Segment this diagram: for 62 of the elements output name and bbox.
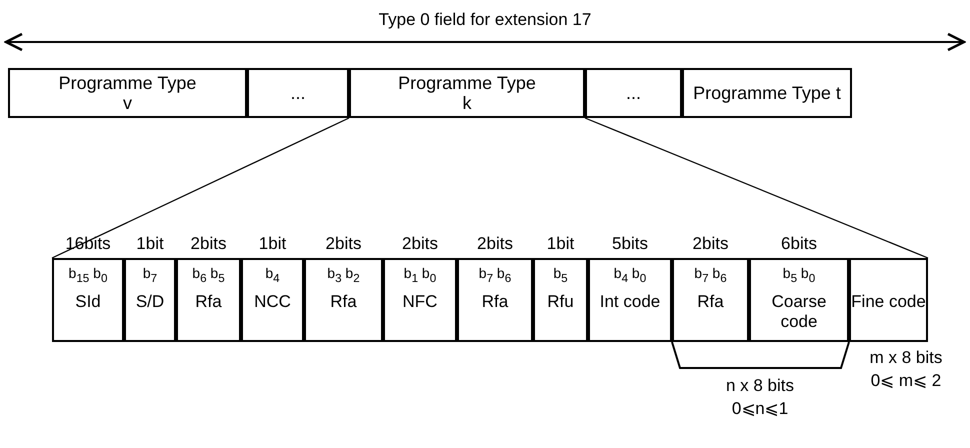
bit-field-cell xyxy=(176,258,241,342)
bit-position-label: b$_{4}$ b$_{0}$ xyxy=(614,264,646,287)
bit-length-note: 0⩽n⩽1 xyxy=(732,398,788,419)
bit-field-cell xyxy=(588,258,672,342)
bit-field-cell xyxy=(383,258,457,342)
bit-count-label: 2bits xyxy=(326,234,362,254)
bit-field-cell xyxy=(533,258,588,342)
bit-position-label: b$_{1}$ b$_{0}$ xyxy=(404,264,436,287)
field-name: Programme Type v xyxy=(58,73,198,113)
field-name: SId xyxy=(75,292,101,312)
bit-count-label: 2bits xyxy=(190,234,226,254)
bit-position-label: b$_{5}$ xyxy=(553,264,568,287)
field-box xyxy=(349,68,585,118)
bit-position-label: b$_{15}$ b$_{0}$ xyxy=(68,264,108,287)
bit-count-label: 1bit xyxy=(546,234,574,254)
field-name: Rfa xyxy=(195,292,222,312)
field-name: Programme Type t xyxy=(693,83,841,103)
field-name: ... xyxy=(290,83,306,103)
bit-length-note: m x 8 bits xyxy=(870,348,942,368)
field-name: S/D xyxy=(136,292,164,312)
bit-position-label: b$_{7}$ b$_{6}$ xyxy=(478,264,512,287)
bit-position-label: b$_{7}$ xyxy=(142,264,158,287)
bit-field-cell xyxy=(304,258,383,342)
field-name: Rfa xyxy=(482,292,508,312)
bit-field-cell xyxy=(749,258,849,342)
field-name: Rfa xyxy=(330,292,357,312)
bit-position-label: b$_{7}$ b$_{6}$ xyxy=(694,264,727,287)
expansion-line xyxy=(52,117,350,259)
bit-count-label: 2bits xyxy=(477,234,513,254)
field-name: Programme Type k xyxy=(397,73,537,113)
field-box xyxy=(682,68,852,118)
bit-field-cell xyxy=(52,258,124,342)
bit-count-label: 2bits xyxy=(692,234,728,254)
bit-count-label: 5bits xyxy=(612,234,648,254)
bit-position-label: b$_{3}$ b$_{2}$ xyxy=(327,264,360,287)
bit-field-cell xyxy=(672,258,749,342)
bit-count-label: 1bit xyxy=(136,234,164,254)
field-name: Coarse code xyxy=(770,292,828,332)
bit-count-label: 2bits xyxy=(402,234,438,254)
bit-position-label: b$_{4}$ xyxy=(265,264,280,287)
bit-position-label: b$_{5}$ b$_{0}$ xyxy=(782,264,816,287)
title: Type 0 field for extension 17 xyxy=(378,10,592,29)
field-name: Int code xyxy=(600,292,660,312)
field-name: NFC xyxy=(402,292,438,312)
field-box xyxy=(8,68,247,118)
field-name: NCC xyxy=(254,292,291,312)
bit-position-label: b$_{6}$ b$_{5}$ xyxy=(192,264,225,287)
bit-count-label: 6bits xyxy=(781,234,817,254)
field-name: Fine code xyxy=(851,292,926,312)
field-name: Rfa xyxy=(697,292,724,312)
expansion-line xyxy=(584,117,928,259)
bit-length-note: n x 8 bits xyxy=(726,376,794,396)
bit-length-note: 0⩽ m⩽ 2 xyxy=(870,370,942,391)
field-box xyxy=(585,68,682,118)
field-name: ... xyxy=(626,83,641,103)
bit-count-label: 1bit xyxy=(258,234,286,254)
bit-field-cell xyxy=(457,258,533,342)
bit-field-cell xyxy=(124,258,176,342)
bit-field-cell xyxy=(849,258,928,342)
field-name: Rfu xyxy=(547,292,574,312)
field-box xyxy=(247,68,349,118)
bit-field-cell xyxy=(241,258,304,342)
